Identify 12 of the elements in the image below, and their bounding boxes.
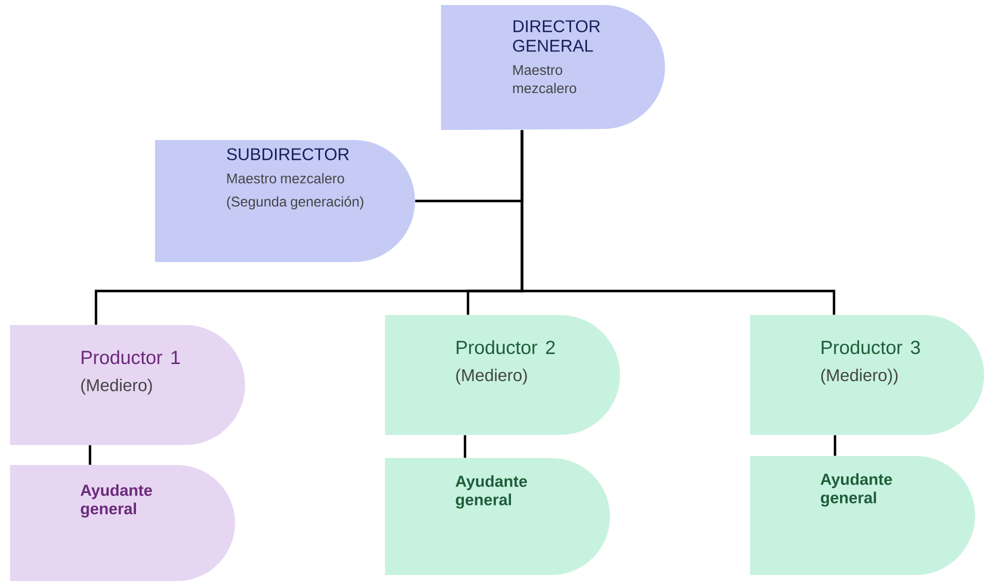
org-box: Productor 3 (Mediero)) <box>750 315 984 435</box>
connector-line <box>834 435 836 456</box>
org-box: Ayudante general <box>10 465 235 581</box>
connector-line <box>88 445 92 465</box>
org-box: Productor 1 (Mediero) <box>10 325 245 445</box>
org-box: DIRECTOR GENERAL Maestro mezcalero <box>441 5 665 130</box>
org-box: Ayudante general <box>750 456 976 575</box>
connector-line <box>464 435 466 458</box>
org-box: Ayudante general <box>385 458 610 575</box>
org-box: Productor 2 (Mediero) <box>385 315 620 435</box>
org-box: SUBDIRECTOR Maestro mezcalero (Segunda generación) <box>155 140 415 262</box>
connector-line <box>520 130 836 315</box>
